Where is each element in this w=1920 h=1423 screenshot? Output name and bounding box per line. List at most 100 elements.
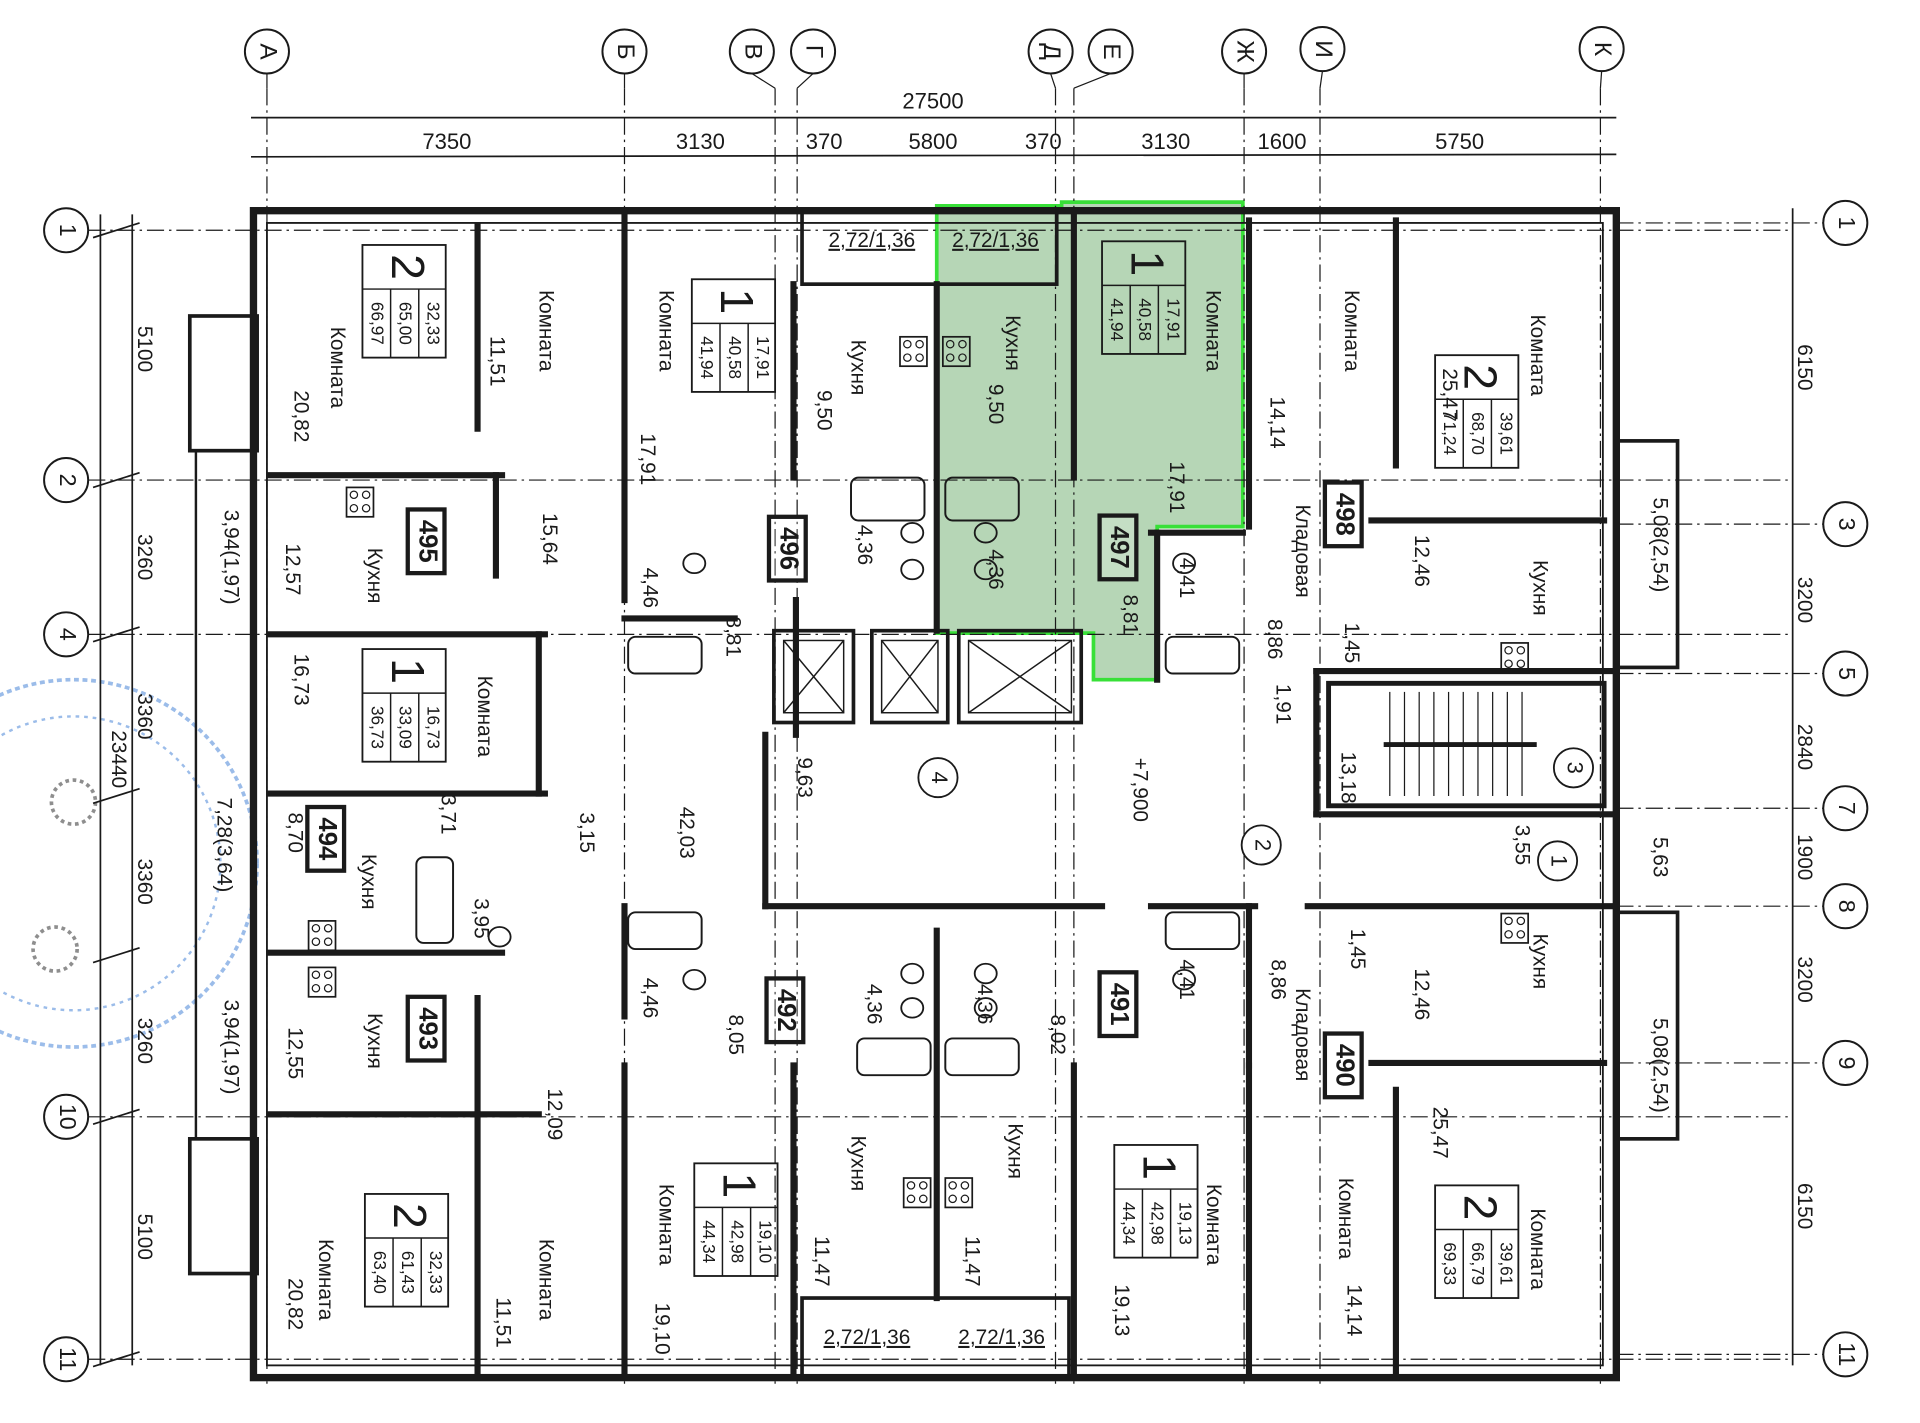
row-axis-label: 2	[55, 474, 81, 487]
zone-marker	[1240, 824, 1282, 866]
room-label: 4,41	[1175, 959, 1198, 999]
room-label: 9,50	[812, 390, 835, 430]
room-label: 8,70	[283, 812, 306, 852]
apartment-number-badge[interactable]: 493	[405, 994, 447, 1063]
apartment-number-badge[interactable]: 496	[766, 514, 808, 583]
dimension-label: 3130	[1141, 129, 1190, 154]
room-label: +7,900	[1128, 758, 1151, 822]
room-label: Комната	[473, 676, 496, 758]
apartment-number-badge[interactable]: 492	[764, 976, 806, 1045]
apartment-number-badge[interactable]: 490	[1322, 1031, 1364, 1100]
bathtub-icon	[850, 476, 926, 522]
apartment-living-area: 19,13	[1176, 1202, 1196, 1245]
column-axis-label: Г	[801, 45, 828, 58]
room-label: 5,63	[1649, 837, 1672, 877]
room-label: 1,45	[1346, 929, 1369, 969]
room-label: 2,72/1,36	[958, 1326, 1045, 1349]
dimension-label: 6150	[1793, 344, 1816, 390]
apartment-total-area-with-balcony: 63,40	[370, 1251, 390, 1294]
zone-marker	[1552, 747, 1594, 789]
room-label: Кухня	[357, 854, 380, 910]
dimension-label: 3360	[133, 859, 156, 905]
column-axis-bubble	[1087, 28, 1134, 75]
room-label: 19,13	[1110, 1284, 1133, 1336]
apartment-total-area: 42,98	[1147, 1202, 1167, 1245]
column-axis-bubble	[790, 28, 837, 75]
apartment-number: 491	[1105, 983, 1133, 1026]
apartment-number-badge[interactable]: 498	[1322, 480, 1364, 549]
balcony	[1614, 910, 1680, 1141]
highlighted-apartment[interactable]	[934, 200, 1245, 682]
apartment-room-count: 1	[1134, 1154, 1186, 1180]
toilet-icon	[900, 962, 925, 985]
room-label: 25,47	[1438, 368, 1461, 420]
room-label: Комната	[1202, 1184, 1225, 1266]
room-label: 2,72/1,36	[824, 1326, 911, 1349]
apartment-number: 496	[775, 527, 803, 570]
apartment-number-badge[interactable]: 497	[1097, 513, 1139, 582]
apartment-total-area: 42,98	[727, 1220, 747, 1263]
apartment-total-area: 66,79	[1468, 1242, 1488, 1285]
apartment-number-badge[interactable]: 495	[405, 507, 447, 576]
column-axis-label: И	[1310, 40, 1337, 58]
row-axis-label: 8	[1834, 900, 1860, 913]
balcony	[187, 314, 259, 453]
apartment-room-count: 1	[382, 658, 434, 684]
row-axis-bubble-right	[1822, 501, 1869, 548]
row-axis-bubble-left	[43, 457, 90, 504]
room-label: Комната	[326, 327, 349, 409]
column-axis-bubble	[1027, 28, 1074, 75]
room-label: 3,94(1,97)	[220, 1000, 243, 1095]
room-label: 19,10	[651, 1303, 674, 1355]
dimension-label: 3200	[1793, 957, 1816, 1003]
row-axis-label: 11	[1834, 1342, 1860, 1366]
apartment-room-count: 2	[1454, 1194, 1506, 1220]
room-label: 25,47	[1428, 1107, 1451, 1159]
apartment-number-badge[interactable]: 494	[305, 804, 347, 873]
zone-marker-label: 3	[1563, 762, 1588, 774]
fixtures	[307, 335, 1607, 1209]
row-axis-label: 4	[55, 628, 81, 641]
dimension-label: 6150	[1793, 1183, 1816, 1229]
apartment-total-area-with-balcony: 41,94	[697, 336, 717, 379]
room-label: 15,64	[538, 513, 561, 565]
room-label: 11,51	[485, 336, 508, 387]
apartment-total-area-with-balcony: 69,33	[1440, 1242, 1460, 1285]
dimension-label: 5100	[133, 1214, 156, 1260]
room-label: Комната	[534, 1239, 557, 1321]
apartment-number: 495	[413, 520, 441, 563]
room-label: 8,81	[722, 617, 745, 657]
room-label: Комната	[1202, 290, 1225, 372]
room-label: 8,81	[1118, 595, 1141, 635]
column-axis-bubble	[1221, 28, 1268, 75]
dimension-label: 3260	[133, 534, 156, 580]
room-label: 2,72/1,36	[952, 229, 1039, 252]
apartment-total-area: 40,58	[1135, 298, 1155, 341]
apartment-number-badge[interactable]: 491	[1097, 970, 1139, 1039]
room-label: Кухня	[363, 548, 386, 604]
room-label: 4,36	[863, 984, 886, 1024]
room-label: 20,82	[290, 390, 313, 442]
column-axis-bubble	[1299, 26, 1346, 73]
stove-icon	[1500, 912, 1530, 944]
room-label: Комната	[1526, 1208, 1549, 1290]
room-label: 2,72/1,36	[828, 229, 915, 252]
toilet-icon	[900, 997, 925, 1019]
room-label: Комната	[1526, 314, 1549, 396]
row-axis-label: 1	[55, 224, 81, 237]
room-label: 17,91	[636, 433, 659, 485]
row-axis-bubble-right	[1822, 650, 1869, 697]
loggia	[800, 208, 1059, 286]
room-label: 5,08(2,54)	[1649, 498, 1672, 593]
zone-marker-label: 2	[1250, 839, 1275, 851]
